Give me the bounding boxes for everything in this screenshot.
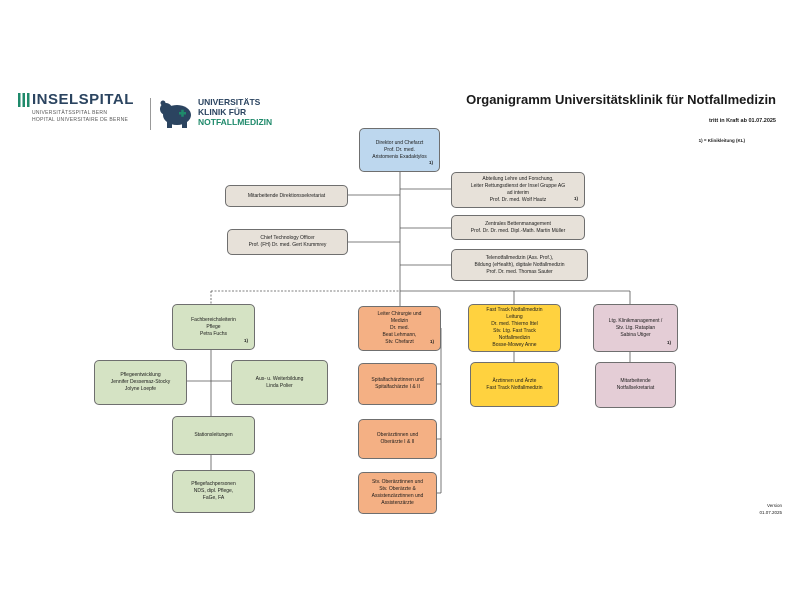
surgery-head-line-5: Stv. Chefarzt (385, 339, 414, 345)
surgery-head-kl-mark: 1) (429, 339, 434, 344)
logo-divider (150, 98, 151, 130)
fasttrack-doctors-line-1: Ärztinnen und Ärzte (492, 377, 537, 384)
nursing-head-line-1: Fachbereichsleiterin (191, 316, 236, 323)
nursing-dev-line-2: Jennifer Dessemaz-Stocky (110, 379, 171, 385)
nurses-line-1: Pflegefachpersonen (191, 481, 236, 487)
beds-line-1: Zentrales Bettenmanagement (485, 220, 551, 227)
teaching-line-1: Abteilung Lehre und Forschung, (482, 176, 554, 182)
director-box: Direktor und Chefarzt Prof. Dr. med. Ari… (359, 128, 440, 172)
specialists-line-2: Spitalfachärzte I & II (375, 384, 420, 390)
cto-box: Chief Technology Officer Prof. (FH) Dr. … (227, 229, 348, 255)
nurses-line-3: FaGe, FA (202, 495, 225, 501)
specialists-box: Spitalfachärztinnen und Spitalfachärzte … (358, 363, 437, 405)
nursing-head-box: Fachbereichsleiterin Pflege Petra Fuchs … (172, 304, 255, 350)
effective-date: tritt in Kraft ab 01.07.2025 (709, 118, 776, 124)
fasttrack-head-line-2: Leitung (506, 314, 523, 320)
clinic-name-3: NOTFALLMEDIZIN (198, 117, 273, 127)
cto-line-2: Prof. (FH) Dr. med. Gert Krummrey (248, 242, 327, 248)
clinic-name-1: UNIVERSITÄTS (198, 97, 261, 107)
surgery-head-line-3: Dr. med. (390, 325, 409, 331)
surgery-head-line-4: Beat Lehmann, (382, 332, 417, 338)
nursing-dev-line-1: Pflegeentwicklung (120, 372, 161, 378)
mgmt-head-line-1: Ltg. Klinikmanagement / (608, 317, 663, 324)
nursing-dev-line-3: Jolyne Loepfe (124, 386, 157, 392)
teaching-kl-mark: 1) (573, 196, 578, 201)
mgmt-secretariat-line-1: Mitarbeitende (620, 378, 651, 384)
beds-line-2: Prof. Dr. Dr. med. Dipl.-Math. Martin Mü… (470, 227, 566, 234)
mgmt-head-box: Ltg. Klinikmanagement / Stv. Ltg. Ratapl… (593, 304, 678, 352)
cto-line-1: Chief Technology Officer (260, 235, 315, 241)
nurses-line-2: NDS, dipl. Pflege, (193, 488, 234, 494)
teaching-line-2: Leiter Rettungsdienst der Insel Gruppe A… (470, 183, 566, 189)
director-line-1: Direktor und Chefarzt (375, 139, 424, 146)
surgery-head-box: Leiter Chirurgie und Medizin Dr. med. Be… (358, 306, 441, 351)
inselspital-name: INSELSPITAL (32, 91, 134, 108)
senior-line-2: Oberärzte I & II (380, 439, 415, 445)
deputy-senior-box: Stv. Oberärztinnen und Stv. Oberärzte & … (358, 472, 437, 514)
nursing-head-line-3: Petra Fuchs (200, 330, 227, 337)
senior-line-1: Oberärztinnen und (376, 432, 419, 438)
deputy-senior-line-3: Assistenzärztinnen und (371, 493, 424, 499)
version-info: Version 01.07.2025 (759, 502, 782, 516)
bear-icon (160, 100, 191, 128)
ward-leads-line-1: Stationsleitungen (194, 432, 233, 438)
tele-box: Telenotfallmedizin (Ass. Prof.), Bildung… (451, 249, 588, 281)
fasttrack-head-line-1: Fast Track Notfallmedizin (486, 307, 543, 313)
version-date: 01.07.2025 (759, 510, 782, 515)
training-line-2: Linda Polier (266, 382, 293, 389)
inselspital-emblem-icon (18, 93, 30, 107)
clinic-name-2: KLINIK FÜR (198, 107, 247, 117)
mgmt-head-line-2: Stv. Ltg. Rataplan (615, 324, 656, 331)
director-kl-mark: 1) (428, 160, 433, 165)
fasttrack-doctors-line-2: Fast Track Notfallmedizin (486, 384, 543, 391)
ward-leads-box: Stationsleitungen (172, 416, 255, 455)
tele-line-2: Bildung (eHealth), digitale Notfallmediz… (474, 261, 565, 268)
beds-box: Zentrales Bettenmanagement Prof. Dr. Dr.… (451, 215, 585, 240)
teaching-line-4: Prof. Dr. med. Wolf Hautz (489, 197, 547, 203)
fasttrack-head-line-4: Stv. Ltg. Fast Track (493, 328, 536, 334)
deputy-senior-line-4: Assistenzärzte (381, 500, 414, 506)
version-label: Version (766, 503, 782, 508)
director-line-3: Aristomenis Exadaktylos (372, 153, 427, 160)
senior-box: Oberärztinnen und Oberärzte I & II (358, 419, 437, 459)
legend-note: 1) = Klinikleitung (KL) (698, 138, 745, 143)
page-title: Organigramm Universitätsklinik für Notfa… (466, 92, 776, 107)
surgery-head-line-1: Leiter Chirurgie und (377, 311, 422, 317)
specialists-line-1: Spitalfachärztinnen und (371, 377, 424, 383)
teaching-box: Abteilung Lehre und Forschung, Leiter Re… (451, 172, 585, 208)
training-box: Aus- u. Weiterbildung Linda Polier (231, 360, 328, 405)
deputy-senior-line-2: Stv. Oberärzte & (379, 486, 416, 492)
mgmt-secretariat-box: Mitarbeitende Notfallsekretariat (595, 362, 676, 408)
surgery-head-line-2: Medizin (390, 318, 409, 324)
fasttrack-head-line-6: Bosse-Mowey Anne (492, 342, 537, 348)
nursing-head-line-2: Pflege (206, 323, 221, 330)
fasttrack-doctors-box: Ärztinnen und Ärzte Fast Track Notfallme… (470, 362, 559, 407)
nursing-head-kl-mark: 1) (243, 338, 248, 343)
secretariat-line-1: Mitarbeitende Direktionssekretariat (247, 192, 326, 199)
nursing-dev-box: Pflegeentwicklung Jennifer Dessemaz-Stoc… (94, 360, 187, 405)
secretariat-box: Mitarbeitende Direktionssekretariat (225, 185, 348, 207)
mgmt-secretariat-line-2: Notfallsekretariat (616, 385, 655, 391)
fasttrack-head-line-3: Dr. med. Thierno Ittel (491, 321, 538, 327)
mgmt-head-kl-mark: 1) (666, 340, 671, 345)
mgmt-head-line-3: Sabina Utiger (620, 331, 651, 338)
inselspital-subtitle-1: UNIVERSITÄTSSPITAL BERN (32, 110, 108, 116)
director-line-2: Prof. Dr. med. (384, 146, 415, 153)
inselspital-subtitle-2: HOPITAL UNIVERSITAIRE DE BERNE (32, 117, 129, 123)
tele-line-3: Prof. Dr. med. Thomas Sauter (486, 268, 553, 275)
fasttrack-head-box: Fast Track Notfallmedizin Leitung Dr. me… (468, 304, 561, 352)
tele-line-1: Telenotfallmedizin (Ass. Prof.), (485, 254, 554, 261)
training-line-1: Aus- u. Weiterbildung (255, 375, 304, 382)
nurses-box: Pflegefachpersonen NDS, dipl. Pflege, Fa… (172, 470, 255, 513)
teaching-line-3: ad interim (507, 190, 529, 196)
deputy-senior-line-1: Stv. Oberärztinnen und (371, 479, 424, 485)
fasttrack-head-line-5: Notfallmedizin (498, 335, 531, 341)
